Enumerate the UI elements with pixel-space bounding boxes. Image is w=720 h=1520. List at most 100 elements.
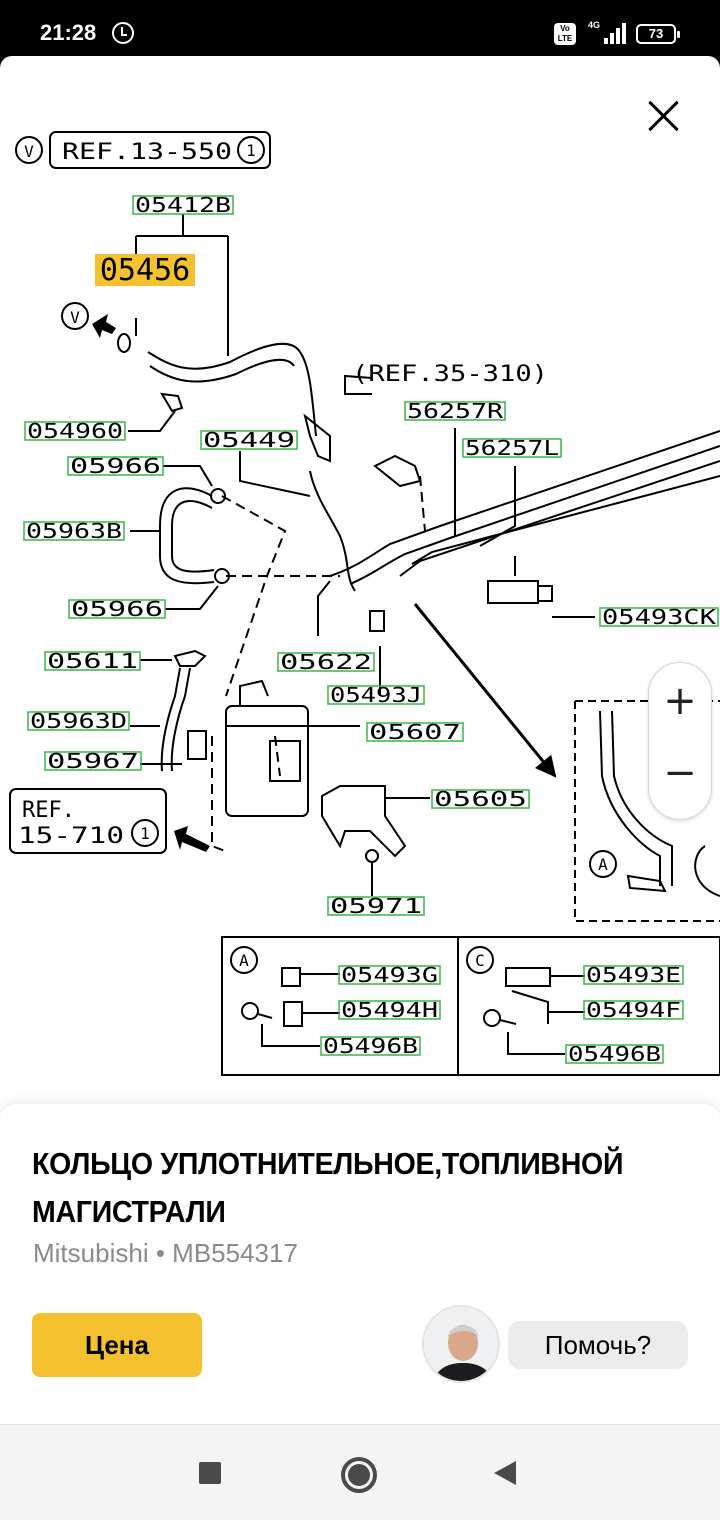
part-label[interactable]: 05607 xyxy=(366,720,464,744)
alarm-icon xyxy=(112,22,134,44)
part-label-box[interactable] xyxy=(327,896,425,916)
part-label-box[interactable] xyxy=(338,1000,441,1020)
part-label-box[interactable] xyxy=(67,456,164,476)
price-button[interactable]: Цена xyxy=(32,1313,202,1377)
product-brand: Mitsubishi xyxy=(33,1238,149,1268)
part-label-text[interactable]: 05963B xyxy=(26,519,122,543)
part-label-text[interactable]: 05966 xyxy=(70,454,161,478)
part-label-text[interactable]: 56257R xyxy=(407,399,504,423)
highlighted-part-label[interactable]: 05456 xyxy=(100,253,190,288)
part-label[interactable]: 05496B xyxy=(320,1034,421,1058)
status-time: 21:28 xyxy=(40,20,97,45)
part-label-text[interactable]: 05493CK xyxy=(602,605,716,629)
close-button[interactable] xyxy=(640,92,688,140)
part-label-box[interactable] xyxy=(366,722,464,742)
part-label-box[interactable] xyxy=(23,521,125,541)
part-label-text[interactable]: 05493E xyxy=(586,963,681,987)
person-avatar-icon xyxy=(424,1307,498,1381)
part-label-text[interactable]: 05412B xyxy=(135,193,231,217)
part-label[interactable]: 05493CK xyxy=(599,605,719,629)
part-label-box[interactable] xyxy=(132,195,234,215)
part-label[interactable]: 05963B xyxy=(23,519,125,543)
part-label[interactable]: 05412B xyxy=(132,193,234,217)
arrow-v-icon xyxy=(92,314,116,338)
part-label-box[interactable] xyxy=(200,430,298,450)
part-label-text[interactable]: 05611 xyxy=(47,649,138,673)
part-label-text[interactable]: 05496B xyxy=(568,1042,661,1066)
recents-icon[interactable] xyxy=(199,1462,221,1484)
back-icon[interactable] xyxy=(494,1461,516,1485)
part-label[interactable]: 05493G xyxy=(338,963,441,987)
part-label-box[interactable] xyxy=(583,965,684,985)
part-label-text[interactable]: 05605 xyxy=(434,787,527,811)
ref-top-circle: 1 xyxy=(246,141,256,160)
highlighted-part-box[interactable] xyxy=(95,254,195,286)
part-label-box[interactable] xyxy=(320,1036,421,1056)
part-label[interactable]: 05971 xyxy=(327,894,425,918)
part-label-box[interactable] xyxy=(27,711,130,731)
part-label-text[interactable]: 05963D xyxy=(30,709,127,733)
part-label-text[interactable]: 05971 xyxy=(330,894,422,918)
part-label-text[interactable]: 054960 xyxy=(27,419,123,443)
part-label-box[interactable] xyxy=(277,652,375,672)
part-label[interactable]: 05605 xyxy=(431,787,530,811)
part-label-box[interactable] xyxy=(24,421,126,441)
part-label[interactable]: 05966 xyxy=(68,597,166,621)
part-label-text[interactable]: 56257L xyxy=(465,436,559,460)
ref-top-label[interactable]: REF.13-550 xyxy=(62,140,232,165)
part-label[interactable]: 05494F xyxy=(583,998,684,1022)
part-label-box[interactable] xyxy=(44,751,142,771)
part-label[interactable]: 054960 xyxy=(24,419,126,443)
part-label[interactable]: 05966 xyxy=(67,454,164,478)
ref-mid-label[interactable]: (REF.35-310) xyxy=(352,362,548,387)
part-label[interactable]: 05493J xyxy=(327,683,425,707)
part-label-text[interactable]: 05494H xyxy=(341,998,438,1022)
part-label[interactable]: 05449 xyxy=(200,428,298,452)
signal-bars-icon xyxy=(604,23,626,44)
part-label[interactable]: 05967 xyxy=(44,749,142,773)
part-label-text[interactable]: 05622 xyxy=(280,650,372,674)
part-label-text[interactable]: 05493J xyxy=(330,683,422,707)
part-label-text[interactable]: 05496B xyxy=(323,1034,418,1058)
part-label[interactable]: 05496B xyxy=(565,1042,664,1066)
part-label[interactable]: 05493E xyxy=(583,963,684,987)
part-label[interactable]: 56257L xyxy=(462,436,562,460)
product-part-number: MB554317 xyxy=(172,1238,298,1268)
part-label-text[interactable]: 05967 xyxy=(47,749,139,773)
part-label-text[interactable]: 05449 xyxy=(203,428,295,452)
part-labels: 05412B 054960 05449 05966 05963B 05966 05611 05… xyxy=(23,193,719,1066)
part-label[interactable]: 05622 xyxy=(277,650,375,674)
part-label-text[interactable]: 05966 xyxy=(71,597,163,621)
battery-icon: 73 xyxy=(636,24,680,44)
ref-left-line1[interactable]: REF. xyxy=(22,798,75,823)
zoom-out-button[interactable]: − xyxy=(663,750,697,796)
part-label-box[interactable] xyxy=(583,1000,684,1020)
part-label-box[interactable] xyxy=(599,607,719,627)
zoom-in-button[interactable]: + xyxy=(663,678,697,724)
part-label-box[interactable] xyxy=(431,789,530,809)
part-label-text[interactable]: 05607 xyxy=(369,720,461,744)
part-label-text[interactable]: 05494F xyxy=(586,998,681,1022)
marker-a: A xyxy=(239,951,249,970)
diagram-viewer[interactable]: 05456 V REF.13-550 1 V (REF.35-310) REF.… xyxy=(0,56,720,1126)
marker-a-detail: A xyxy=(598,855,608,874)
part-label-text[interactable]: 05493G xyxy=(341,963,438,987)
part-label[interactable]: 56257R xyxy=(404,399,506,423)
part-label-box[interactable] xyxy=(565,1044,664,1064)
assistant-avatar[interactable] xyxy=(422,1305,500,1383)
ref-left-line2[interactable]: 15-710 xyxy=(18,824,124,849)
part-label-box[interactable] xyxy=(404,401,506,421)
part-label[interactable]: 05494H xyxy=(338,998,441,1022)
part-label-box[interactable] xyxy=(327,685,425,705)
ref-marker-circle xyxy=(15,136,43,164)
meta-separator: • xyxy=(148,1238,173,1268)
part-label-box[interactable] xyxy=(68,599,166,619)
part-label-box[interactable] xyxy=(338,965,441,985)
home-icon[interactable] xyxy=(341,1457,377,1493)
parts-diagram[interactable]: 05456 V REF.13-550 1 V (REF.35-310) REF.… xyxy=(0,56,720,1126)
part-label[interactable]: 05963D xyxy=(27,709,130,733)
part-label-box[interactable] xyxy=(462,438,562,458)
part-label-box[interactable] xyxy=(44,651,141,671)
help-button[interactable]: Помочь? xyxy=(508,1321,688,1369)
part-label[interactable]: 05611 xyxy=(44,649,141,673)
